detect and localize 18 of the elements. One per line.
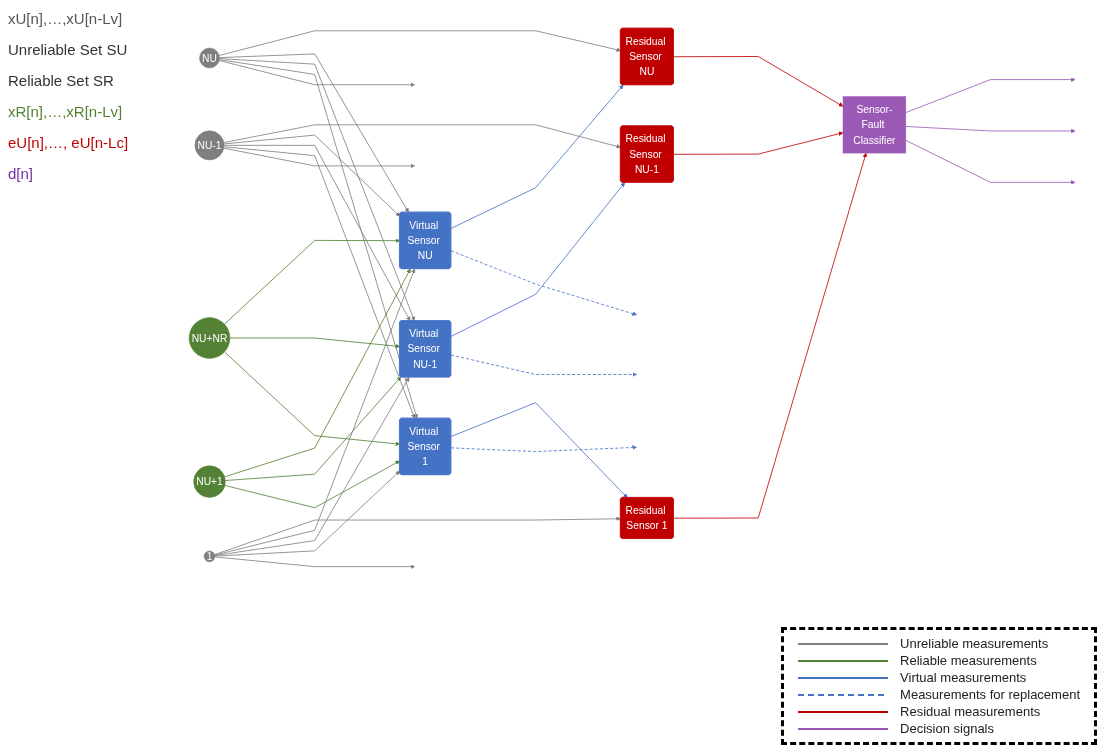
annotation-label: eU[n],…, eU[n-Lc]: [8, 134, 130, 151]
node-box: Sensor-Fault Classifier: [842, 96, 907, 154]
legend-text: Virtual measurements: [900, 670, 1027, 685]
legend-text: Reliable measurements: [900, 653, 1037, 668]
annotation-label: xR[n],…,xR[n-Lv]: [8, 103, 124, 120]
annotation-label: Unreliable Set SU: [8, 41, 129, 58]
annotation-label: xU[n],…,xU[n-Lv]: [8, 10, 124, 27]
annotation-label: Reliable Set SR: [8, 72, 115, 89]
annotation-label: d[n]: [8, 165, 35, 182]
node-circle: NU+1: [193, 465, 226, 498]
node-circle: NU+NR: [188, 317, 231, 359]
node-circle: 1: [203, 550, 216, 563]
legend-text: Decision signals: [900, 721, 994, 736]
legend-text: Unreliable measurements: [900, 636, 1049, 651]
legend-text: Residual measurements: [900, 704, 1041, 719]
node-circle: NU: [199, 47, 220, 69]
legend-text: Measurements for replacement: [900, 687, 1080, 702]
node-circle: NU-1: [194, 130, 225, 161]
